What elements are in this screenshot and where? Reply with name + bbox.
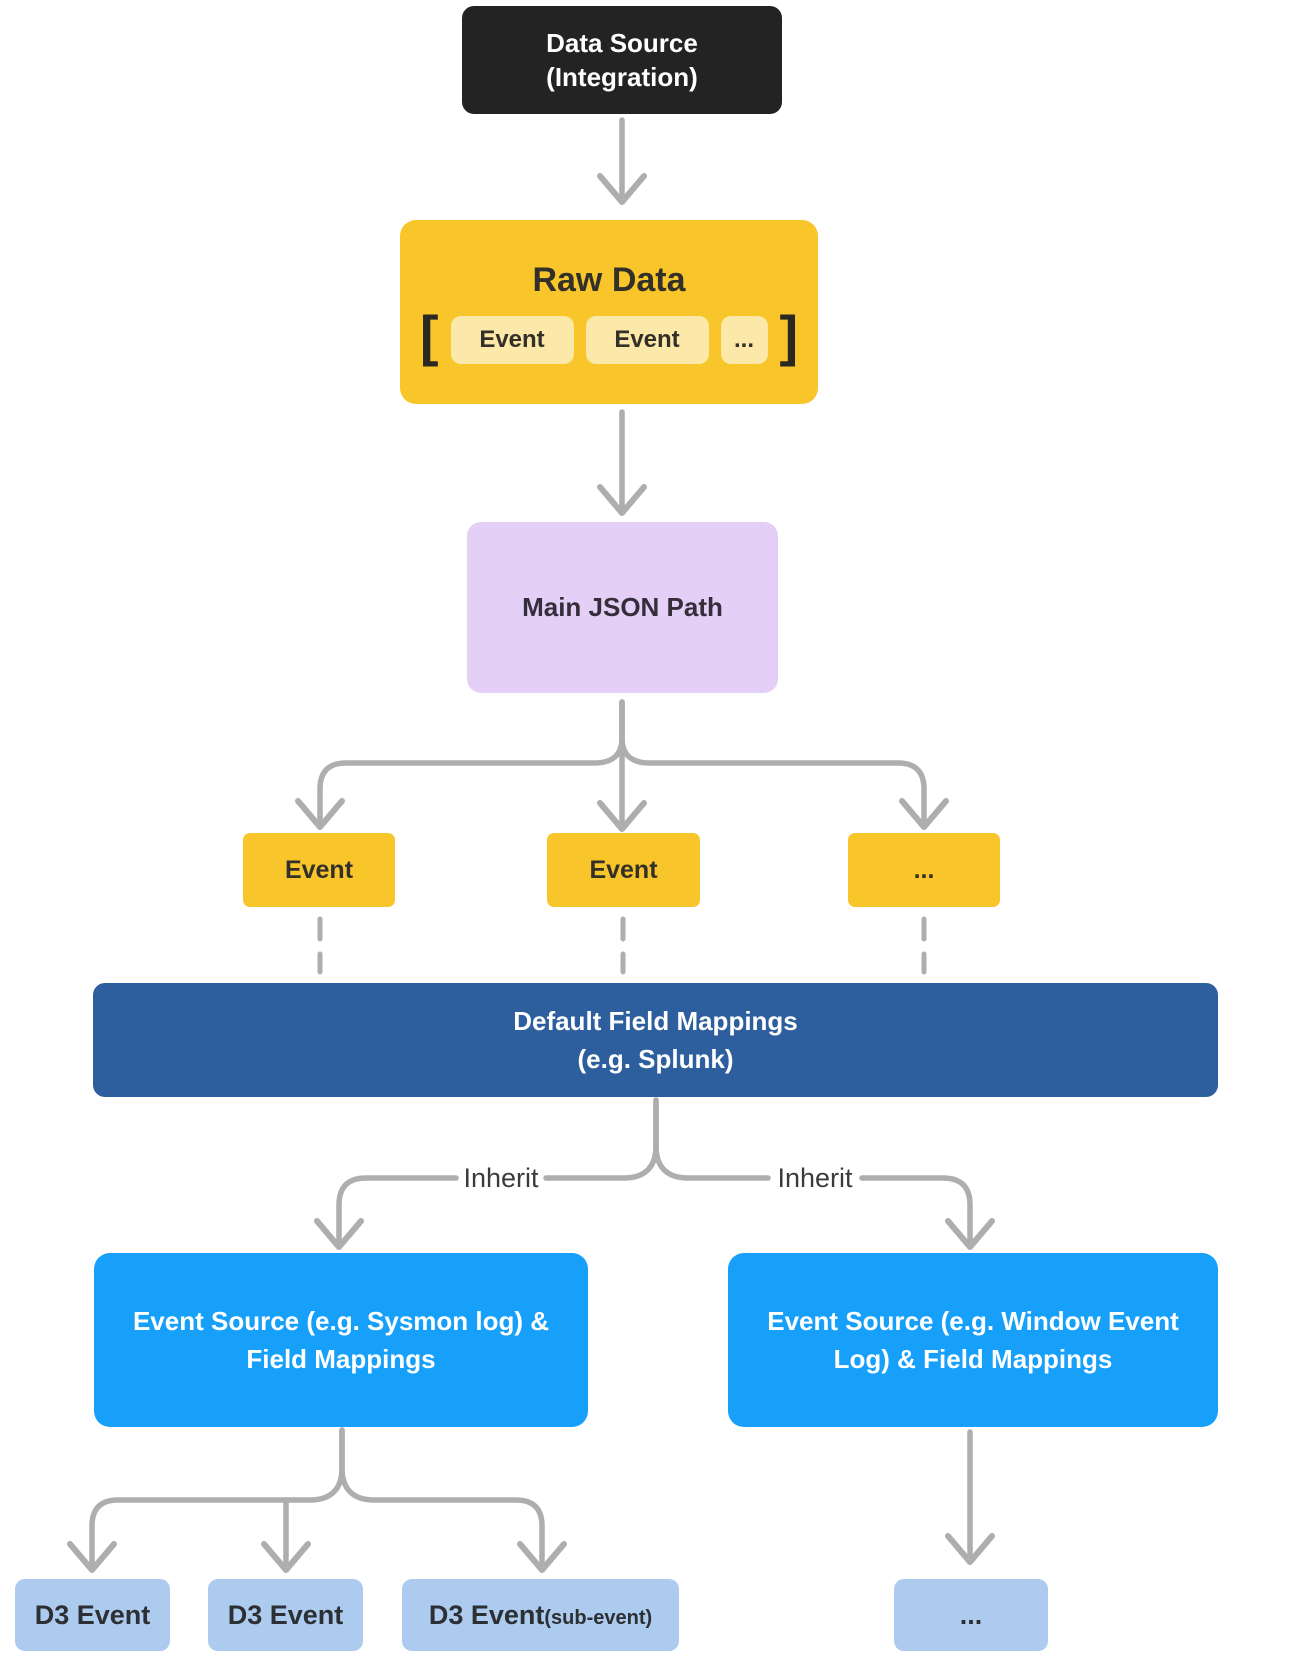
event-ellipsis-label: ... bbox=[913, 855, 935, 884]
inherit-label-right: Inherit bbox=[777, 1162, 853, 1193]
connector-mainjson-event-left bbox=[317, 699, 625, 826]
default-field-mappings-line1: Default Field Mappings bbox=[513, 1006, 798, 1036]
node-event-source-windows: Event Source (e.g. Window Event Log) & F… bbox=[728, 1253, 1218, 1427]
node-event-1: Event bbox=[243, 833, 395, 907]
arrowhead-d3-mid-icon bbox=[261, 1541, 311, 1573]
d3-event-1-label: D3 Event bbox=[34, 1599, 151, 1630]
connector-inherit-right2 bbox=[859, 1175, 973, 1246]
connector-mainjson-event-right bbox=[619, 699, 927, 826]
inherit-label-left: Inherit bbox=[463, 1162, 539, 1193]
node-d3-event-1: D3 Event bbox=[15, 1579, 170, 1651]
arrowhead-inherit-right-icon bbox=[945, 1218, 995, 1250]
node-data-source: Data Source (Integration) bbox=[462, 6, 782, 114]
data-source-line2: (Integration) bbox=[546, 62, 698, 92]
bracket-open-icon: [ bbox=[419, 303, 439, 367]
event-source-sysmon-line2: Field Mappings bbox=[246, 1344, 436, 1374]
raw-data-title: Raw Data bbox=[532, 260, 686, 299]
node-d3-ellipsis: ... bbox=[894, 1579, 1048, 1651]
node-event-source-sysmon: Event Source (e.g. Sysmon log) & Field M… bbox=[94, 1253, 588, 1427]
event-source-sysmon-line1: Event Source (e.g. Sysmon log) & bbox=[132, 1306, 550, 1336]
arrowhead-event-right-icon bbox=[899, 798, 949, 830]
bracket-close-icon: ] bbox=[779, 303, 799, 367]
node-raw-data: Raw Data [ Event Event ... ] bbox=[400, 220, 818, 404]
data-source-line1: Data Source bbox=[546, 28, 698, 58]
arrowhead-inherit-left-icon bbox=[314, 1218, 364, 1250]
default-field-mappings-line2: (e.g. Splunk) bbox=[577, 1044, 734, 1074]
arrowhead-d3-right-icon bbox=[517, 1541, 567, 1573]
d3-event-3-main: D3 Event bbox=[428, 1599, 545, 1630]
connector-sysmon-d3-right bbox=[339, 1427, 545, 1569]
d3-event-3-suffix: (sub-event) bbox=[544, 1606, 653, 1629]
arrowhead-event-left-icon bbox=[295, 798, 345, 830]
node-default-field-mappings: Default Field Mappings (e.g. Splunk) bbox=[93, 983, 1218, 1097]
connector-inherit-left2 bbox=[336, 1175, 459, 1246]
node-d3-event-2: D3 Event bbox=[208, 1579, 363, 1651]
d3-ellipsis-label: ... bbox=[959, 1599, 983, 1630]
event-2-label: Event bbox=[589, 855, 658, 884]
arrowhead-event-mid-icon bbox=[597, 800, 647, 832]
node-event-ellipsis: ... bbox=[848, 833, 1000, 907]
node-event-2: Event bbox=[547, 833, 700, 907]
connector-sysmon-d3-left bbox=[89, 1427, 345, 1569]
node-main-json-path: Main JSON Path bbox=[467, 522, 778, 693]
arrowhead-datasource-rawdata-icon bbox=[597, 173, 647, 205]
raw-event-chip-2: Event bbox=[585, 315, 709, 364]
event-1-label: Event bbox=[284, 855, 354, 884]
arrowhead-d3-left-icon bbox=[67, 1541, 117, 1573]
arrowhead-ellipsis-icon bbox=[945, 1533, 995, 1565]
d3-event-3-label: D3 Event(sub-event) bbox=[429, 1600, 652, 1631]
raw-data-array: [ Event Event ... ] bbox=[420, 307, 798, 364]
connector-inherit-right bbox=[653, 1097, 771, 1181]
arrowhead-rawdata-mainjson-icon bbox=[597, 484, 647, 516]
raw-event-chip-1: Event bbox=[450, 315, 574, 364]
node-d3-event-3: D3 Event(sub-event) bbox=[402, 1579, 679, 1651]
main-json-path-label: Main JSON Path bbox=[522, 592, 723, 622]
raw-event-chip-ellipsis: ... bbox=[720, 315, 768, 364]
d3-event-2-label: D3 Event bbox=[227, 1599, 344, 1630]
event-source-windows-line2: Log) & Field Mappings bbox=[833, 1344, 1113, 1374]
event-source-windows-line1: Event Source (e.g. Window Event bbox=[767, 1306, 1179, 1336]
